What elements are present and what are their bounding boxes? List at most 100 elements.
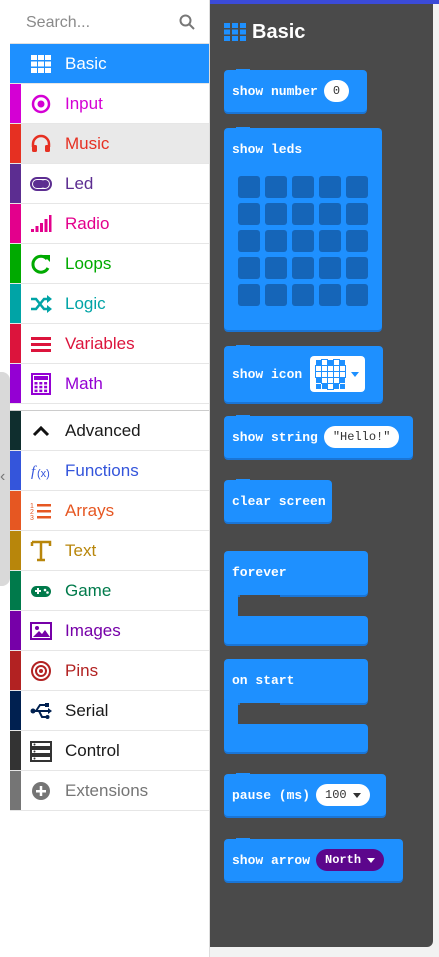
category-basic[interactable]: Basic bbox=[10, 44, 209, 84]
category-advanced[interactable]: Advanced bbox=[10, 411, 209, 451]
led-cell[interactable] bbox=[319, 257, 341, 279]
category-loops[interactable]: Loops bbox=[10, 244, 209, 284]
icon-dropdown[interactable] bbox=[310, 356, 366, 392]
usb-icon bbox=[30, 700, 52, 722]
category-color-stripe bbox=[10, 124, 21, 163]
category-led[interactable]: Led bbox=[10, 164, 209, 204]
heart-pixel bbox=[322, 383, 328, 389]
led-matrix[interactable] bbox=[238, 176, 368, 306]
category-extensions[interactable]: Extensions bbox=[10, 771, 209, 811]
block-label: on start bbox=[232, 673, 295, 688]
heart-pixel bbox=[340, 377, 346, 383]
led-cell[interactable] bbox=[292, 284, 314, 306]
led-cell[interactable] bbox=[292, 257, 314, 279]
heart-pixel bbox=[333, 358, 341, 366]
category-label: Images bbox=[65, 621, 121, 640]
show-number-block[interactable]: show number 0 bbox=[224, 69, 367, 112]
category-label: Advanced bbox=[65, 421, 141, 440]
category-pins[interactable]: Pins bbox=[10, 651, 209, 691]
string-input[interactable]: "Hello!" bbox=[323, 426, 400, 448]
led-cell[interactable] bbox=[238, 176, 260, 198]
heart-pixel bbox=[333, 376, 341, 384]
server-icon bbox=[30, 740, 52, 762]
led-cell[interactable] bbox=[265, 257, 287, 279]
heart-pixel bbox=[321, 358, 329, 366]
grid-icon bbox=[224, 23, 246, 41]
category-color-stripe bbox=[10, 731, 21, 770]
led-cell[interactable] bbox=[346, 203, 368, 225]
led-cell[interactable] bbox=[265, 203, 287, 225]
led-cell[interactable] bbox=[265, 230, 287, 252]
heart-pixel bbox=[340, 383, 346, 389]
category-label: Radio bbox=[65, 214, 110, 233]
flyout-header: Basic bbox=[224, 20, 305, 44]
led-cell[interactable] bbox=[346, 257, 368, 279]
forever-header: forever bbox=[224, 551, 368, 595]
svg-text:f: f bbox=[31, 464, 37, 480]
led-cell[interactable] bbox=[346, 176, 368, 198]
led-cell[interactable] bbox=[238, 230, 260, 252]
heart-pixel bbox=[334, 383, 340, 389]
category-control[interactable]: Control bbox=[10, 731, 209, 771]
led-cell[interactable] bbox=[238, 284, 260, 306]
category-color-stripe bbox=[10, 531, 21, 570]
led-cell[interactable] bbox=[319, 284, 341, 306]
search-box bbox=[10, 0, 209, 44]
search-input[interactable] bbox=[24, 9, 178, 37]
forever-footer bbox=[224, 616, 368, 644]
number-input[interactable]: 0 bbox=[323, 80, 350, 102]
led-cell[interactable] bbox=[265, 176, 287, 198]
category-text[interactable]: Text bbox=[10, 531, 209, 571]
block-flyout: Basic show number 0 show leds show icon … bbox=[210, 4, 433, 947]
led-cell[interactable] bbox=[292, 230, 314, 252]
show-icon-block[interactable]: show icon bbox=[224, 345, 383, 402]
led-cell[interactable] bbox=[346, 284, 368, 306]
category-music[interactable]: Music bbox=[10, 124, 209, 164]
arrow-direction-dropdown[interactable]: North bbox=[316, 849, 385, 871]
search-icon[interactable] bbox=[179, 14, 195, 30]
led-cell[interactable] bbox=[292, 203, 314, 225]
forever-notch bbox=[240, 595, 280, 603]
led-cell[interactable] bbox=[346, 230, 368, 252]
category-radio[interactable]: Radio bbox=[10, 204, 209, 244]
category-input[interactable]: Input bbox=[10, 84, 209, 124]
show-arrow-block[interactable]: show arrow North bbox=[224, 838, 403, 881]
category-label: Variables bbox=[65, 334, 135, 353]
pause-block[interactable]: pause (ms) 100 bbox=[224, 773, 386, 816]
category-images[interactable]: Images bbox=[10, 611, 209, 651]
category-serial[interactable]: Serial bbox=[10, 691, 209, 731]
show-string-block[interactable]: show string "Hello!" bbox=[224, 415, 413, 458]
clear-screen-block[interactable]: clear screen bbox=[224, 479, 332, 522]
led-cell[interactable] bbox=[292, 176, 314, 198]
category-variables[interactable]: Variables bbox=[10, 324, 209, 364]
category-color-stripe bbox=[10, 44, 21, 83]
on-start-header: on start bbox=[224, 659, 368, 703]
heart-pixel bbox=[321, 370, 329, 378]
category-math[interactable]: Math bbox=[10, 364, 209, 404]
forever-arm bbox=[224, 592, 238, 622]
led-cell[interactable] bbox=[238, 257, 260, 279]
heart-pixel bbox=[327, 376, 335, 384]
category-separator bbox=[10, 404, 209, 411]
category-color-stripe bbox=[10, 691, 21, 730]
led-cell[interactable] bbox=[319, 176, 341, 198]
chevron-left-icon: ‹ bbox=[0, 468, 6, 485]
refresh-icon bbox=[30, 253, 52, 275]
led-cell[interactable] bbox=[238, 203, 260, 225]
led-cell[interactable] bbox=[319, 203, 341, 225]
led-cell[interactable] bbox=[319, 230, 341, 252]
category-game[interactable]: Game bbox=[10, 571, 209, 611]
category-logic[interactable]: Logic bbox=[10, 284, 209, 324]
category-color-stripe bbox=[10, 451, 21, 490]
pause-duration-dropdown[interactable]: 100 bbox=[316, 784, 370, 806]
grid-icon bbox=[30, 53, 52, 75]
block-label: show number bbox=[232, 83, 318, 99]
category-label: Arrays bbox=[65, 501, 115, 520]
led-cell[interactable] bbox=[265, 284, 287, 306]
sidebar-collapse-handle[interactable]: ‹ bbox=[0, 372, 10, 586]
list-lines-icon bbox=[30, 333, 52, 355]
category-label: Extensions bbox=[65, 781, 149, 800]
category-functions[interactable]: f(x)Functions bbox=[10, 451, 209, 491]
